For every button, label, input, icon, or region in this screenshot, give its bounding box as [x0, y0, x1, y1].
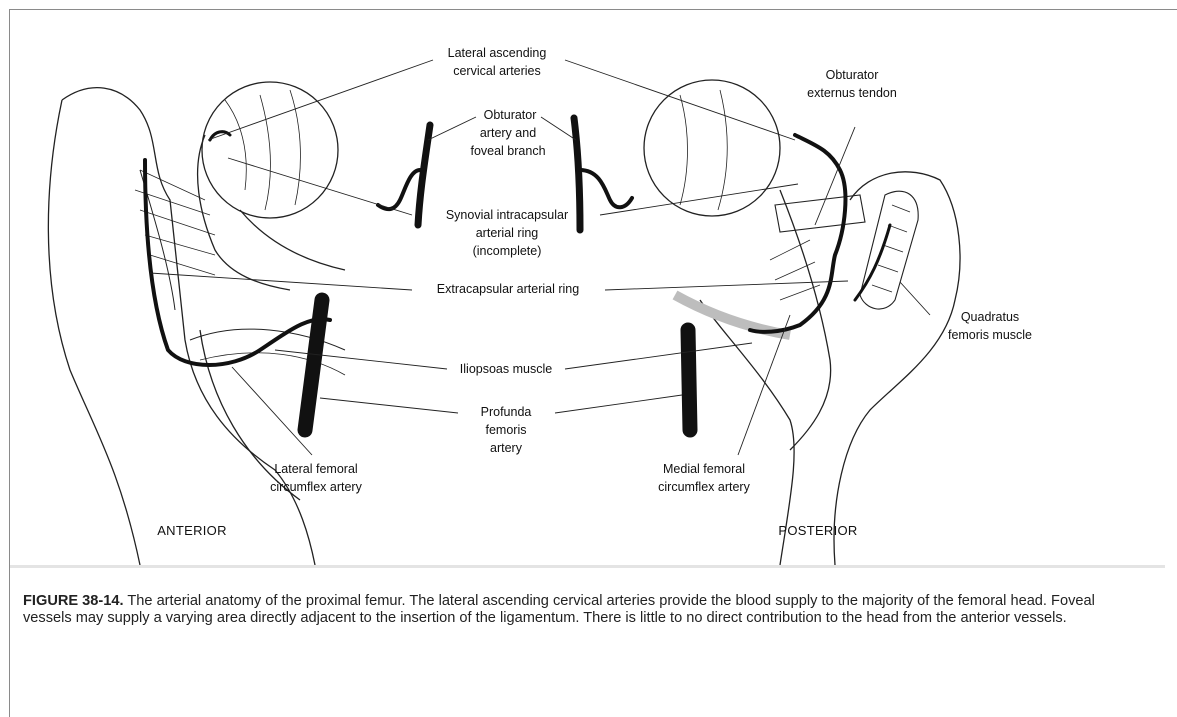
- svg-text:externus tendon: externus tendon: [807, 86, 897, 100]
- svg-text:Lateral femoral: Lateral femoral: [274, 462, 357, 476]
- label-anterior: ANTERIOR: [157, 523, 227, 538]
- label-quadratus: Quadratus femoris muscle: [948, 310, 1032, 342]
- label-iliopsoas: Iliopsoas muscle: [460, 362, 552, 376]
- label-extracapsular-ring: Extracapsular arterial ring: [437, 282, 579, 296]
- svg-text:femoris: femoris: [486, 423, 527, 437]
- svg-text:artery and: artery and: [480, 126, 536, 140]
- svg-text:(incomplete): (incomplete): [473, 244, 542, 258]
- label-obturator-artery: Obturator artery and foveal branch: [470, 108, 545, 158]
- svg-text:Quadratus: Quadratus: [961, 310, 1019, 324]
- label-obturator-externus: Obturator externus tendon: [807, 68, 897, 100]
- label-synovial-ring: Synovial intracapsular arterial ring (in…: [446, 208, 568, 258]
- svg-text:Lateral ascending: Lateral ascending: [448, 46, 547, 60]
- svg-text:femoris muscle: femoris muscle: [948, 328, 1032, 342]
- svg-text:circumflex artery: circumflex artery: [658, 480, 750, 494]
- svg-text:Obturator: Obturator: [484, 108, 537, 122]
- anterior-arteries: [145, 125, 430, 430]
- label-lateral-ascending: Lateral ascending cervical arteries: [448, 46, 547, 78]
- svg-text:circumflex artery: circumflex artery: [270, 480, 362, 494]
- caption-label: FIGURE 38-14.: [23, 593, 124, 609]
- svg-text:Obturator: Obturator: [826, 68, 879, 82]
- svg-text:Medial femoral: Medial femoral: [663, 462, 745, 476]
- caption-text: The arterial anatomy of the proximal fem…: [23, 593, 1095, 626]
- femur-artery-diagram: Lateral ascending cervical arteries Obtu…: [10, 10, 1165, 565]
- figure-caption: FIGURE 38-14. The arterial anatomy of th…: [23, 593, 1143, 627]
- svg-text:cervical arteries: cervical arteries: [453, 64, 541, 78]
- label-medial-femoral: Medial femoral circumflex artery: [658, 462, 750, 494]
- svg-text:Synovial intracapsular: Synovial intracapsular: [446, 208, 568, 222]
- svg-text:Profunda: Profunda: [481, 405, 532, 419]
- caption-divider: [10, 565, 1165, 568]
- label-posterior: POSTERIOR: [778, 523, 857, 538]
- label-lateral-femoral: Lateral femoral circumflex artery: [270, 462, 362, 494]
- svg-text:foveal branch: foveal branch: [470, 144, 545, 158]
- svg-text:artery: artery: [490, 441, 523, 455]
- label-profunda: Profunda femoris artery: [481, 405, 532, 455]
- posterior-arteries: [574, 118, 890, 430]
- svg-text:arterial ring: arterial ring: [476, 226, 539, 240]
